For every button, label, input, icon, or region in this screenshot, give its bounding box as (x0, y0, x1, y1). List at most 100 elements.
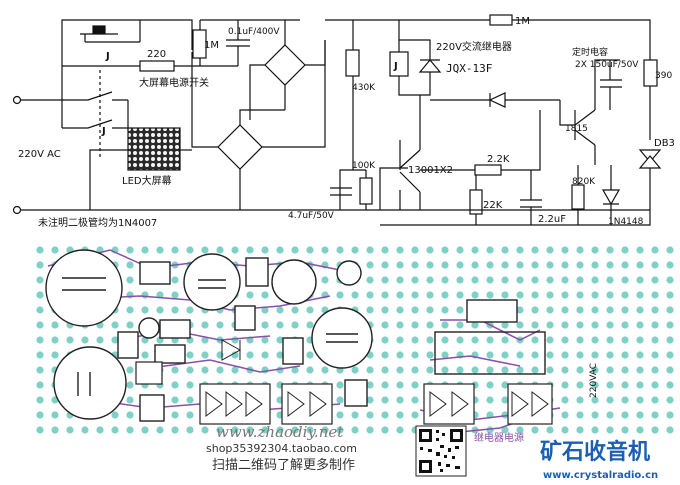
pcb-pad (366, 396, 374, 404)
pcb-block-5 (135, 361, 163, 385)
pcb-pad (36, 396, 44, 404)
pcb-pad (621, 426, 629, 434)
pcb-pad (36, 366, 44, 374)
pcb-pad (576, 366, 584, 374)
relay-contact-bottom (62, 119, 128, 129)
pcb-pad (246, 291, 254, 299)
pcb-pad (381, 291, 389, 299)
pcb-pad (486, 396, 494, 404)
pcb-pad (531, 291, 539, 299)
pcb-pad (636, 426, 644, 434)
pcb-pad (591, 261, 599, 269)
label-relay-model: JQX-13F (446, 62, 492, 75)
pcb-pad (36, 246, 44, 254)
pcb-pad (516, 276, 524, 284)
pcb-pad (261, 291, 269, 299)
pcb-pad (366, 366, 374, 374)
pcb-pad (621, 306, 629, 314)
pcb-pad (606, 426, 614, 434)
pcb-pad (186, 411, 194, 419)
timer-cap (600, 60, 622, 110)
pcb-pad (486, 351, 494, 359)
pcb-pad (636, 336, 644, 344)
pcb-pad (666, 366, 674, 374)
pcb-pad (606, 396, 614, 404)
pcb-pad (606, 381, 614, 389)
pcb-pad (576, 411, 584, 419)
resistor-820k (571, 184, 585, 210)
pcb-pad (531, 276, 539, 284)
pcb-pad (411, 396, 419, 404)
pcb-pad (276, 246, 284, 254)
pcb-pad (51, 321, 59, 329)
pcb-pad (561, 396, 569, 404)
pcb-pad (486, 276, 494, 284)
pcb-pad (336, 426, 344, 434)
pcb-pad (381, 381, 389, 389)
pcb-pad (231, 336, 239, 344)
pcb-component-2 (245, 257, 269, 287)
pcb-pad (456, 261, 464, 269)
pcb-pad (636, 396, 644, 404)
qr-code (415, 425, 467, 477)
pcb-pad (621, 321, 629, 329)
pcb-pad (576, 291, 584, 299)
resistor-430k (345, 49, 360, 77)
pcb-block-1 (199, 383, 271, 425)
label-r22k: 22K (483, 200, 503, 211)
pcb-pad (666, 276, 674, 284)
label-cap-2p2uf: 2.2uF (538, 214, 566, 225)
pcb-pad (96, 336, 104, 344)
pcb-pad (411, 336, 419, 344)
pcb-pad (456, 276, 464, 284)
pcb-pad (531, 261, 539, 269)
pcb-pad (336, 291, 344, 299)
pcb-pad (651, 291, 659, 299)
pcb-pad (576, 336, 584, 344)
pcb-pad (321, 276, 329, 284)
pcb-pad (321, 366, 329, 374)
pcb-pad (501, 336, 509, 344)
pcb-pad (111, 336, 119, 344)
pcb-pad (666, 291, 674, 299)
pcb-pad (591, 276, 599, 284)
pcb-components (45, 249, 546, 422)
pcb-pad (426, 321, 434, 329)
pcb-pad (396, 396, 404, 404)
pcb-pad (666, 336, 674, 344)
pcb-pad (501, 261, 509, 269)
pcb-pad (36, 291, 44, 299)
pcb-pad (291, 306, 299, 314)
pcb-pad (636, 411, 644, 419)
watermark-url: www.zhaodiy.net (216, 423, 344, 441)
pcb-pad (186, 396, 194, 404)
pcb-pad (411, 351, 419, 359)
pcb-pad (546, 306, 554, 314)
pcb-pad (531, 426, 539, 434)
pcb-pad (561, 426, 569, 434)
pcb-pad (381, 261, 389, 269)
pcb-pad (621, 276, 629, 284)
pcb-pad (381, 426, 389, 434)
label-r430k: 430K (352, 83, 376, 93)
pcb-pad (666, 351, 674, 359)
pcb-pad (246, 351, 254, 359)
pcb-pad (426, 351, 434, 359)
pcb-pad (576, 276, 584, 284)
pcb-pad (141, 306, 149, 314)
pcb-pad (591, 396, 599, 404)
pcb-pad (171, 246, 179, 254)
label-timer-cap-val: 2X 150uF/50V (575, 60, 639, 70)
pcb-pad (156, 246, 164, 254)
pcb-pad (621, 261, 629, 269)
pcb-pad (471, 291, 479, 299)
pcb-pad (606, 366, 614, 374)
label-r2p2k: 2.2K (487, 154, 510, 165)
pcb-pad (636, 276, 644, 284)
pcb-pad (201, 336, 209, 344)
pcb-pad (486, 246, 494, 254)
pcb-pad (36, 381, 44, 389)
pcb-pad (381, 246, 389, 254)
pcb-pad (96, 426, 104, 434)
pcb-pad (336, 381, 344, 389)
